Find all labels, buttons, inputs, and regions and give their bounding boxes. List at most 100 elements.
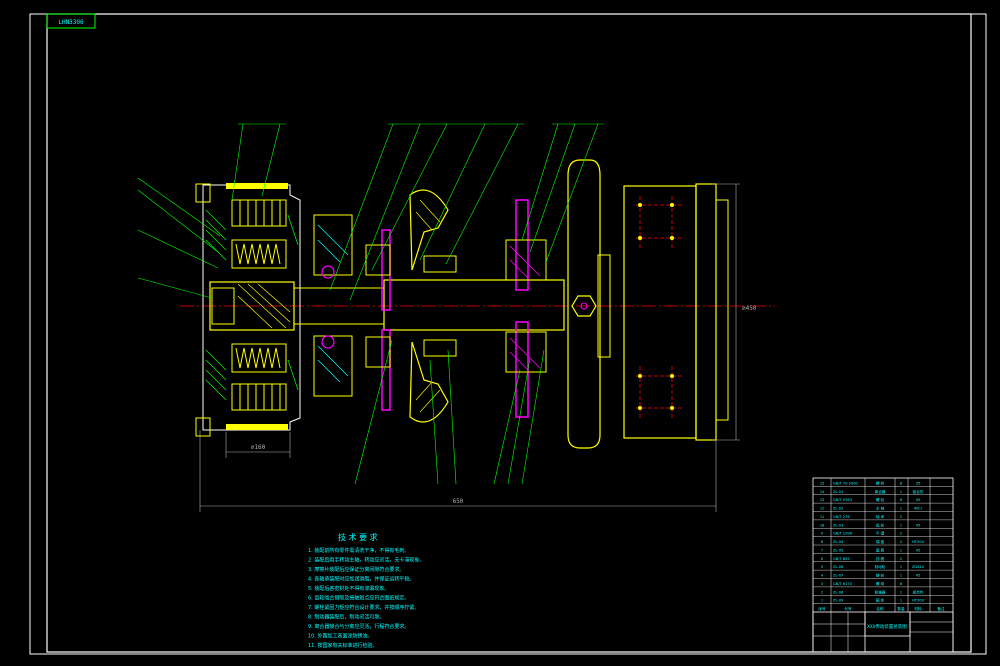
- gear-hatch: [415, 199, 441, 413]
- sprocket-assembly: [505, 199, 547, 418]
- housing-hatch: [205, 209, 299, 401]
- parts-cell: 组合件: [913, 489, 924, 494]
- parts-cell: GB/T 6170: [833, 582, 853, 586]
- gear-upper: [409, 189, 449, 271]
- parts-cell: GB/T 5783: [833, 498, 852, 502]
- parts-index: 14: [820, 490, 824, 494]
- housing-end: [715, 199, 729, 421]
- dim-flange-label: ⌀160: [251, 444, 266, 451]
- tech-note-line: 7. 螺栓紧固力矩应符合设计要求，并按顺序拧紧。: [308, 604, 419, 611]
- brake-wheel-web: [597, 254, 611, 358]
- parts-cell: 8: [900, 582, 903, 586]
- parts-cell: 2: [900, 532, 902, 536]
- parts-cell: 组合件: [913, 589, 924, 594]
- tech-note-line: 11. 按国家有关标准进行检验。: [308, 642, 378, 649]
- parts-cell: 端 盖: [876, 539, 885, 544]
- gear-hub-left-top: [365, 244, 391, 276]
- bearing-ball-top: [321, 265, 335, 279]
- parts-cell: 6: [900, 498, 903, 502]
- center-nut-hole: [580, 302, 588, 310]
- tech-note-line: 9. 离合器接合与分离应灵活，行程符合要求。: [308, 623, 409, 630]
- dimensions: [199, 183, 740, 512]
- drawing-tag: LHN3306: [58, 19, 84, 26]
- gear-assembly: [365, 189, 457, 423]
- gear-plate-magenta-bottom: [381, 329, 391, 411]
- parts-cell: 制动轮: [875, 564, 886, 569]
- parts-cell: 2: [900, 557, 902, 561]
- parts-header-cell: 备注: [937, 606, 945, 611]
- parts-cell: GB/T 70-2000: [833, 481, 859, 485]
- parts-cell: 45: [916, 498, 921, 502]
- sprocket-hub-bottom: [505, 331, 547, 373]
- drawing-name: XXX传动装置总装图: [867, 623, 907, 630]
- parts-cell: ZL-01: [833, 490, 843, 494]
- friction-pack-top-bar: [226, 183, 288, 189]
- tech-note-line: 1. 装配前所有零件需清洗干净，不得有毛刺。: [308, 547, 409, 554]
- parts-cell: ZL-07: [833, 574, 843, 578]
- tech-note-line: 6. 齿轮啮合侧隙及接触斑点应符合图纸规定。: [308, 595, 409, 602]
- parts-index: 5: [821, 565, 823, 569]
- bearing-hatch: [317, 224, 349, 383]
- parts-cell: 离合器: [875, 489, 886, 494]
- gear-hub-left-bottom: [365, 336, 391, 368]
- tech-note-line: 2. 装配后用手转动主轴，转动应灵活，无卡滞现象。: [308, 557, 424, 564]
- parts-cell: 螺 栓: [876, 497, 885, 502]
- parts-header-cell: 数量: [897, 606, 905, 611]
- parts-cell: GB/T 1096: [833, 532, 853, 536]
- parts-index: 15: [820, 481, 824, 485]
- dim-overall-label: 650: [453, 498, 464, 505]
- sprocket-hub-top: [505, 239, 547, 281]
- housing-bolt-centers: [636, 196, 684, 418]
- tech-note-line: 5. 装配后各密封处不得有渗漏现象。: [308, 585, 389, 592]
- parts-index: 8: [821, 540, 823, 544]
- gear-bolt-bottom: [423, 339, 457, 357]
- parts-cell: 联轴器: [875, 589, 886, 594]
- parts-cell: 40Cr: [914, 507, 923, 511]
- main-shaft: [383, 279, 565, 331]
- parts-cell: 1: [900, 490, 902, 494]
- tech-note-line: 10. 外露加工表面涂防锈油。: [308, 633, 373, 640]
- parts-cell: ZL-03: [833, 523, 843, 527]
- parts-cell: 主 轴: [876, 506, 885, 511]
- gear-lower: [409, 341, 449, 423]
- drawing-tag-box: [46, 13, 96, 29]
- housing-body: [623, 185, 697, 439]
- parts-index: 4: [821, 574, 823, 578]
- parts-cell: 1: [900, 565, 902, 569]
- parts-index: 2: [821, 590, 823, 594]
- brake-wheel: [567, 159, 611, 449]
- parts-cell: ZL-05: [833, 548, 843, 552]
- parts-cell: 45: [916, 574, 921, 578]
- inner-frame: [46, 13, 972, 653]
- housing-cap: [695, 183, 717, 441]
- parts-header-cell: 代号: [844, 606, 852, 611]
- parts-cell: ZL-02: [833, 507, 843, 511]
- parts-header-cell: 材料: [914, 606, 922, 611]
- parts-cell: 1: [900, 507, 902, 511]
- parts-cell: ZL-06: [833, 565, 844, 569]
- bearing-bottom: [313, 335, 353, 397]
- sprocket-hatch: [509, 245, 541, 371]
- parts-cell: 35: [916, 481, 921, 485]
- parts-cell: 1: [900, 574, 902, 578]
- parts-cell: 螺 栓: [876, 480, 885, 485]
- gear-bolt-top: [423, 255, 457, 273]
- parts-index: 13: [820, 498, 824, 502]
- friction-plates-top: [231, 199, 287, 269]
- parts-cell: GB/T 276: [833, 515, 850, 519]
- parts-cell: 2: [900, 540, 902, 544]
- parts-cell: 套 筒: [876, 547, 885, 552]
- tech-note-line: 8. 制动器装配后，制动灵活可靠。: [308, 614, 384, 621]
- friction-plates-bottom: [231, 343, 287, 411]
- parts-cell: GB/T 893: [833, 557, 850, 561]
- parts-cell: 轴 承: [876, 514, 885, 519]
- parts-cell: 1: [900, 599, 902, 603]
- parts-cell: HT200: [912, 599, 924, 603]
- parts-index: 12: [820, 507, 824, 511]
- hub-nut: [211, 287, 235, 325]
- parts-index: 1: [821, 599, 823, 603]
- brake-wheel-rim: [567, 159, 601, 449]
- bearing-top: [313, 214, 353, 276]
